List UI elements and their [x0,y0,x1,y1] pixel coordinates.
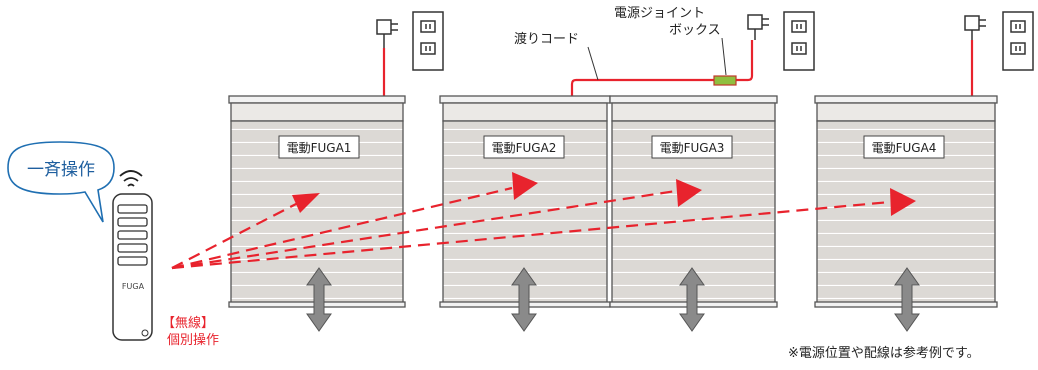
junction-label-line2: ボックス [669,23,721,38]
junction-label-leader [721,37,727,76]
junction-box [713,75,737,86]
remote-button [117,230,148,240]
remote-button [117,217,148,227]
shade-label-3-text: 電動FUGA3 [660,141,725,155]
shade-label-2: 電動FUGA2 [483,135,565,159]
outlet-1 [412,11,444,71]
cable-label-leader [587,46,599,81]
shade-label-1: 電動FUGA1 [278,135,360,159]
remote-control: FUGA [112,193,153,341]
outlet-3 [1002,11,1034,71]
updown-arrow-icon [511,267,537,332]
wifi-icon [119,170,143,187]
shade-label-1-text: 電動FUGA1 [287,141,352,155]
remote-brand: FUGA [122,282,145,291]
speech-bubble-text: 一斉操作 [27,160,95,180]
plug-2 [747,14,769,40]
power-cables [382,40,974,96]
updown-arrow-icon [894,267,920,332]
speech-bubble: 一斉操作 [7,141,115,223]
updown-arrow-icon [306,267,332,332]
reference-note: ※電源位置や配線は参考例です。 [788,345,980,361]
plug-1 [376,19,398,48]
wireless-label-line2: 個別操作 [167,332,219,348]
remote-button [117,204,148,214]
signal-lines [171,186,891,270]
junction-label-line1: 電源ジョイント [614,6,705,21]
outlet-2 [783,11,815,71]
shade-label-2-text: 電動FUGA2 [492,141,557,155]
shade-label-3: 電動FUGA3 [651,135,733,159]
shade-label-4: 電動FUGA4 [863,135,945,159]
shade-label-4-text: 電動FUGA4 [872,141,937,155]
signal-arrowheads [292,172,916,216]
remote-button [117,256,148,266]
remote-button [117,243,148,253]
plug-3 [964,15,986,40]
updown-arrow-icon [679,267,705,332]
cable-label: 渡りコード [514,31,579,47]
remote-led [141,329,149,337]
wireless-label-line1: 【無線】 [162,315,214,331]
